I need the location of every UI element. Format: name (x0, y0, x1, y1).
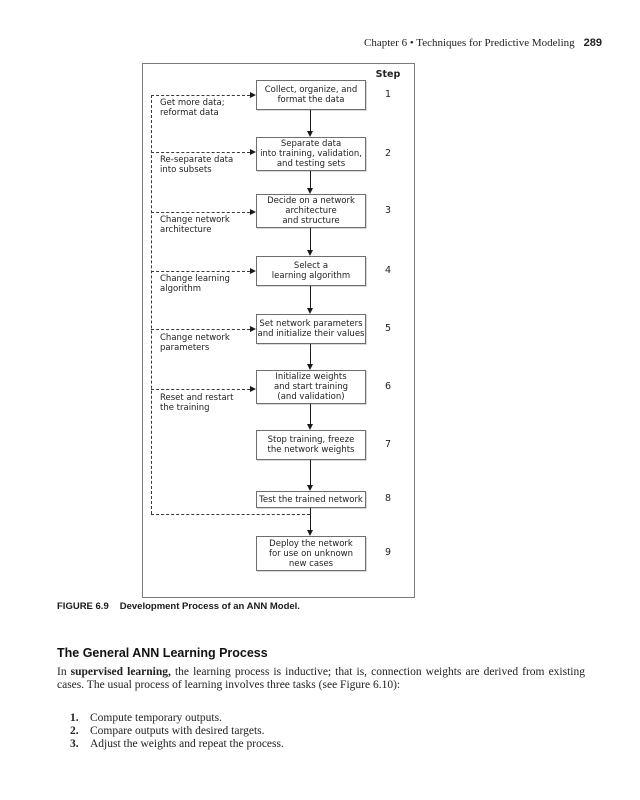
list-item-number: 1. (70, 712, 79, 724)
chapter-title: Chapter 6 • Techniques for Predictive Mo… (364, 37, 575, 49)
dashed-arrow-step5 (151, 326, 256, 332)
step-number-4: 4 (384, 265, 392, 276)
step-number-7: 7 (384, 439, 392, 450)
step-number-1: 1 (384, 89, 392, 100)
step-number-5: 5 (384, 323, 392, 334)
side-label-step5: Change network parameters (160, 333, 230, 353)
dashed-arrow-step3 (151, 209, 256, 215)
step-column-header: Step (375, 69, 401, 80)
down-arrow-6-7 (307, 404, 313, 430)
down-arrow-7-8 (307, 460, 313, 491)
step-number-3: 3 (384, 205, 392, 216)
process-box-step5: Set network parameters and initialize th… (256, 314, 366, 344)
paragraph-intro: In (57, 666, 71, 678)
list-item: 3. Adjust the weights and repeat the pro… (70, 738, 550, 751)
page-number: 289 (583, 37, 602, 49)
process-box-step8: Test the trained network (256, 491, 366, 508)
paragraph-rest: the learning process is inductive; that … (57, 666, 585, 691)
list-item: 2. Compare outputs with desired targets. (70, 725, 550, 738)
list-item: 1. Compute temporary outputs. (70, 712, 550, 725)
figure-caption: FIGURE 6.9 Development Process of an ANN … (57, 601, 300, 612)
step-number-8: 8 (384, 493, 392, 504)
feedback-return-dashed-line (151, 514, 310, 515)
running-head: Chapter 6 • Techniques for Predictive Mo… (364, 37, 602, 49)
ann-development-flowchart: Step Get more data; reformat data Re-sep… (142, 63, 415, 598)
section-heading: The General ANN Learning Process (57, 646, 268, 660)
list-item-text: Compare outputs with desired targets. (90, 725, 265, 738)
process-box-step3: Decide on a network architecture and str… (256, 194, 366, 228)
list-item-number: 2. (70, 725, 79, 738)
feedback-rail-dashed-line (151, 95, 152, 514)
down-arrow-8-9 (307, 508, 313, 536)
down-arrow-3-4 (307, 228, 313, 256)
step-number-2: 2 (384, 148, 392, 159)
process-box-step6: Initialize weights and start training (a… (256, 370, 366, 404)
numbered-list: 1. Compute temporary outputs. 2. Compare… (70, 712, 550, 752)
dashed-arrow-step4 (151, 268, 256, 274)
side-label-step1: Get more data; reformat data (160, 98, 225, 118)
down-arrow-2-3 (307, 171, 313, 194)
list-item-text: Compute temporary outputs. (90, 712, 222, 724)
side-label-step4: Change learning algorithm (160, 274, 230, 294)
dashed-arrow-step2 (151, 149, 256, 155)
process-box-step7: Stop training, freeze the network weight… (256, 430, 366, 460)
down-arrow-1-2 (307, 110, 313, 137)
list-item-number: 3. (70, 738, 79, 751)
paragraph-bold-term: supervised learning, (70, 666, 171, 678)
side-label-step3: Change network architecture (160, 215, 230, 235)
process-box-step2: Separate data into training, validation,… (256, 137, 366, 171)
dashed-arrow-step6 (151, 386, 256, 392)
step-number-9: 9 (384, 547, 392, 558)
dashed-arrow-step1 (151, 92, 256, 98)
list-item-text: Adjust the weights and repeat the proces… (90, 738, 284, 751)
process-box-step4: Select a learning algorithm (256, 256, 366, 286)
figure-caption-text: Development Process of an ANN Model. (119, 601, 300, 612)
side-label-step6: Reset and restart the training (160, 393, 234, 413)
down-arrow-5-6 (307, 344, 313, 370)
body-paragraph: In supervised learning, the learning pro… (57, 666, 585, 691)
side-label-step2: Re-separate data into subsets (160, 155, 234, 175)
step-number-6: 6 (384, 381, 392, 392)
down-arrow-4-5 (307, 286, 313, 314)
figure-caption-label: FIGURE 6.9 (57, 601, 109, 612)
process-box-step9: Deploy the network for use on unknown ne… (256, 536, 366, 571)
process-box-step1: Collect, organize, and format the data (256, 80, 366, 110)
